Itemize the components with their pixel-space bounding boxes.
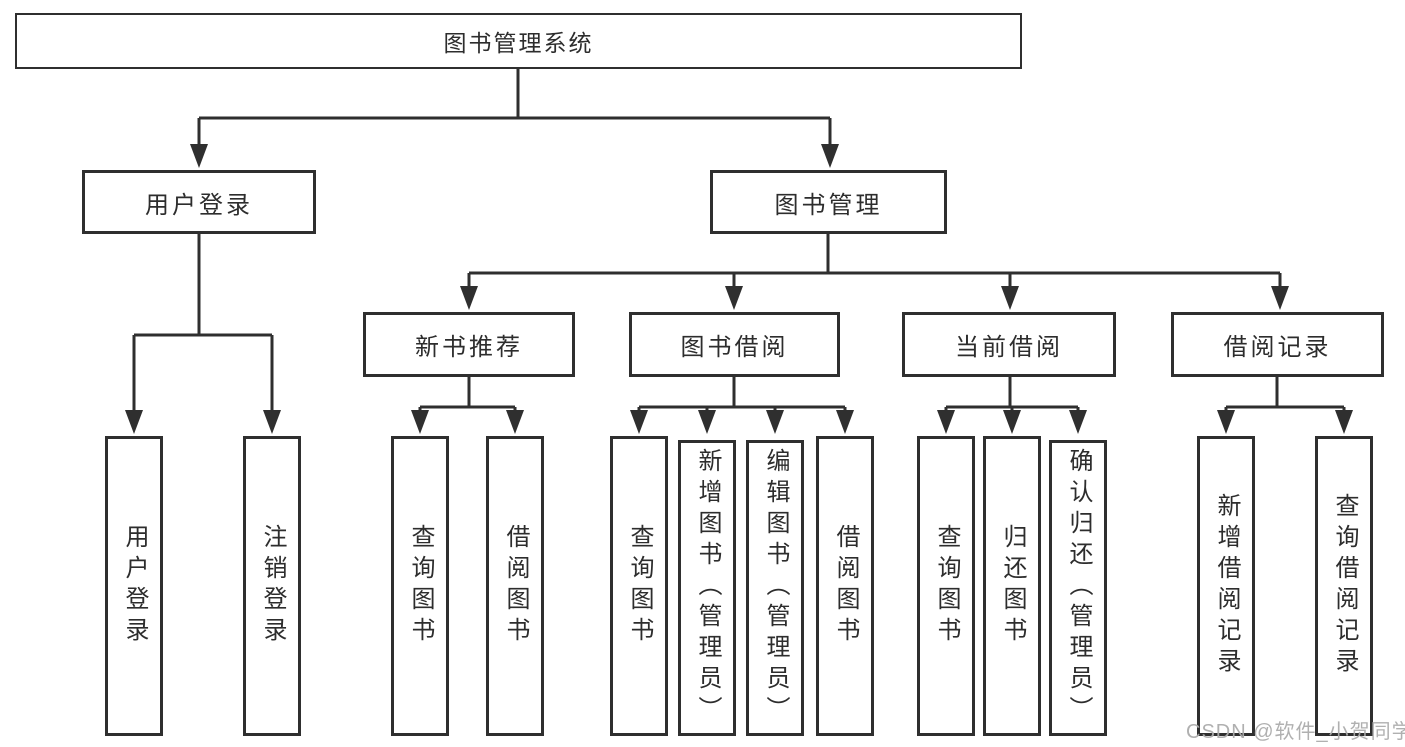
leaf-logout: 注销登录 (243, 436, 301, 736)
csdn-watermark: CSDN @软件_小贺同学 (1186, 721, 1405, 743)
node-user-login: 用户登录 (82, 170, 316, 234)
node-current-borrowing: 当前借阅 (902, 312, 1116, 377)
arrow-down-icons (125, 144, 1353, 434)
leaf-user-login: 用户登录 (105, 436, 163, 736)
leaf-edit-book-admin: 编辑图书（管理员） (746, 440, 804, 736)
leaf-query-books-recommend: 查询图书 (391, 436, 449, 736)
node-library-system: 图书管理系统 (15, 13, 1022, 69)
leaf-borrow-books-recommend: 借阅图书 (486, 436, 544, 736)
leaf-query-borrow-record: 查询借阅记录 (1315, 436, 1373, 736)
node-new-book-recommend: 新书推荐 (363, 312, 575, 377)
leaf-borrow-books: 借阅图书 (816, 436, 874, 736)
leaf-query-books-borrow: 查询图书 (610, 436, 668, 736)
leaf-return-books: 归还图书 (983, 436, 1041, 736)
node-book-borrowing: 图书借阅 (629, 312, 840, 377)
leaf-query-books-current: 查询图书 (917, 436, 975, 736)
node-book-management: 图书管理 (710, 170, 947, 234)
leaf-add-book-admin: 新增图书（管理员） (678, 440, 736, 736)
leaf-add-borrow-record: 新增借阅记录 (1197, 436, 1255, 736)
leaf-confirm-return-admin: 确认归还（管理员） (1049, 440, 1107, 736)
node-borrowing-records: 借阅记录 (1171, 312, 1384, 377)
connector-lines (132, 69, 1346, 414)
